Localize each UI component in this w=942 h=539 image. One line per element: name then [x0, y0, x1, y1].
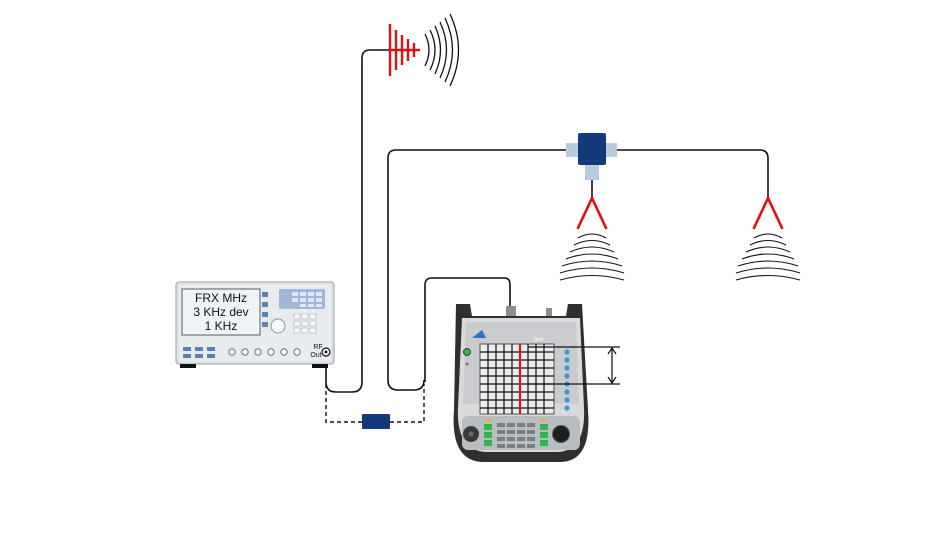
- cable-splitter-to-right-antenna: [616, 150, 768, 198]
- signal-generator: FRX MHz 3 KHz dev 1 KHz: [176, 282, 334, 368]
- display-line-deviation: 3 KHz dev: [193, 305, 248, 319]
- spectrum-analyzer: Bird: [454, 304, 589, 462]
- svg-text:Bird: Bird: [534, 337, 543, 343]
- generator-knob[interactable]: [271, 319, 285, 333]
- broadcast-waves-icon: [388, 14, 459, 86]
- display-line-frequency: FRX MHz: [195, 291, 247, 305]
- inline-attenuator-icon: [362, 414, 390, 429]
- analyzer-display: [480, 344, 554, 414]
- analyzer-power-button[interactable]: [464, 349, 471, 356]
- generator-function-keys[interactable]: [279, 289, 325, 309]
- rf-out-label-line2: Out: [310, 352, 321, 359]
- cable-generator-to-transmit-antenna: [326, 50, 388, 392]
- display-line-modulation-rate: 1 KHz: [205, 319, 238, 333]
- generator-numeric-keys[interactable]: [294, 314, 316, 333]
- dipole-antenna-icon: [736, 198, 800, 280]
- analyzer-rotary-knob[interactable]: [553, 426, 570, 443]
- tee-splitter-icon: [566, 133, 617, 198]
- rf-out-label-line1: RF: [313, 344, 322, 351]
- dipole-antenna-icon: [560, 198, 624, 280]
